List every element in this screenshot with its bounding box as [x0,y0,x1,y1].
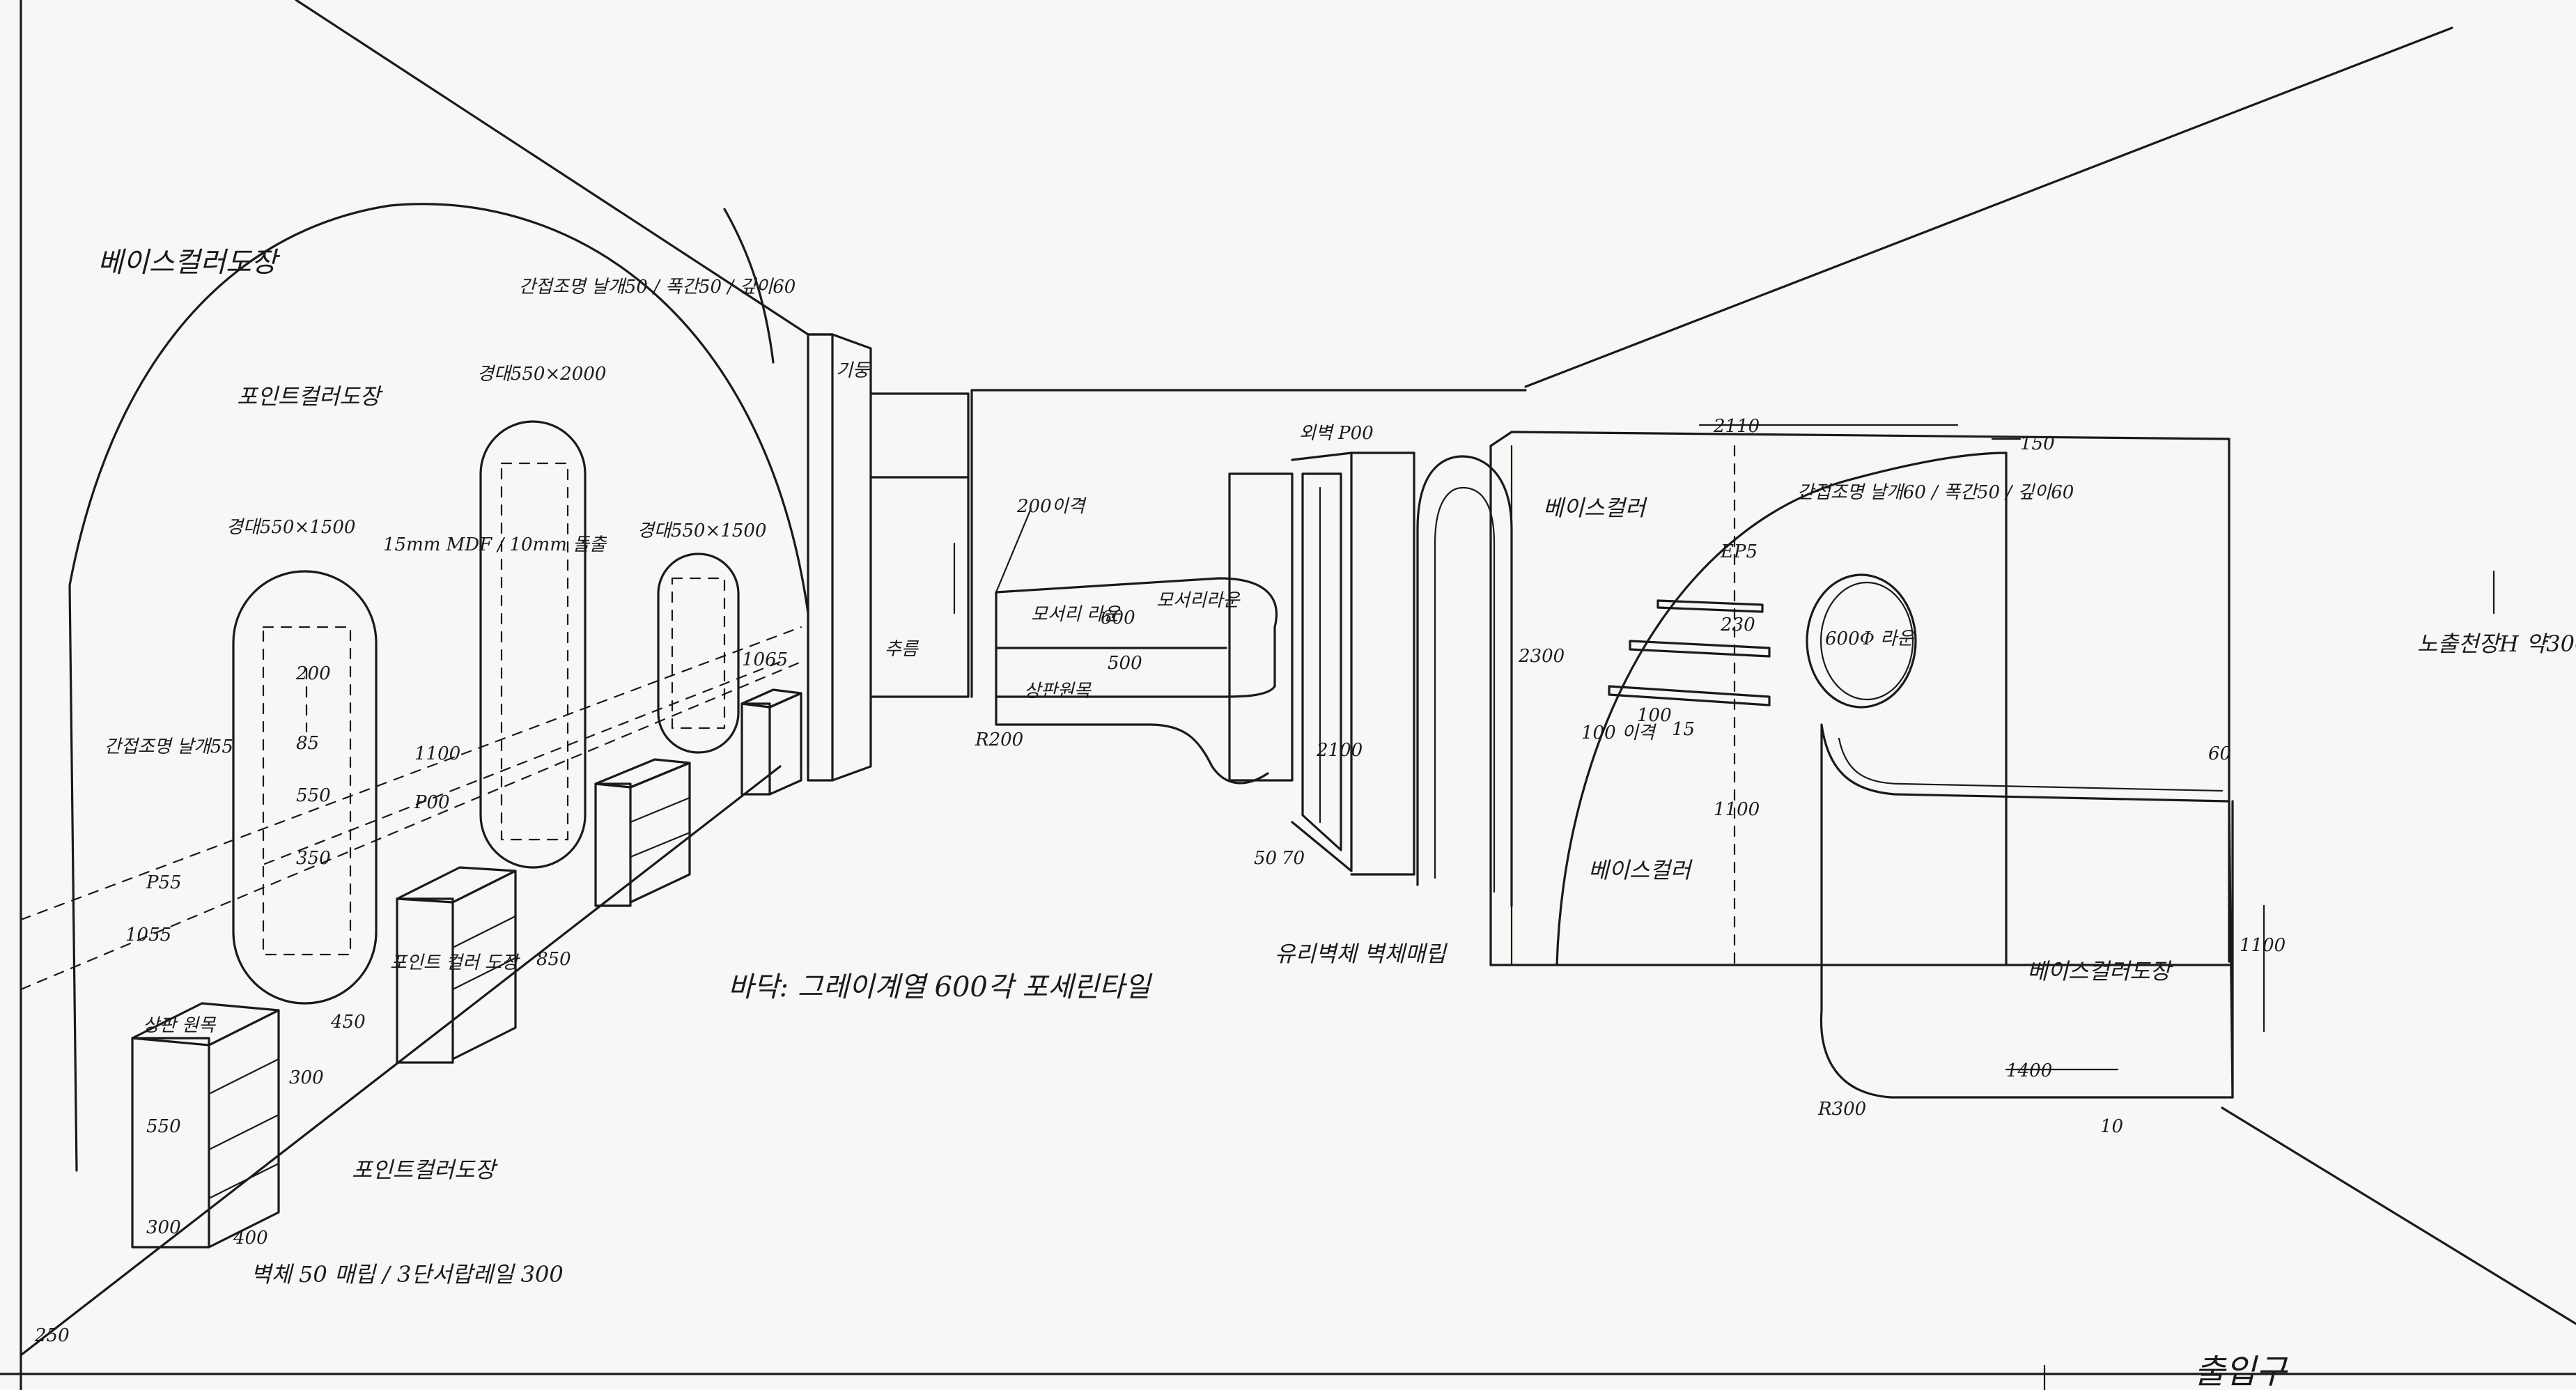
dim-50: 50 [1254,848,1277,869]
dimension-numbers: 250 1055 P55 200 85 550 350 1100 P00 850… [34,416,2286,1346]
dim-1400: 1400 [2006,1060,2052,1081]
left-wall-guides [20,626,802,991]
label-pillar: 기둥 [836,360,871,381]
label-top-shelf: 상판 원목 [143,1015,216,1036]
label-indirect-left: 간접조명 날개55 [104,736,233,757]
dim-450: 450 [330,1012,366,1033]
label-base-color-mid: 베이스컬러 [1543,495,1647,521]
dim-250: 250 [34,1325,70,1346]
label-bench-top2: 모서리라운 [1156,590,1241,611]
dim-R300: R300 [1817,1099,1866,1120]
dim-300: 300 [289,1067,324,1088]
dim-550: 550 [296,785,331,806]
dim-2300: 2300 [1518,646,1565,667]
label-base-color-top-left: 베이스컬러도장 [98,247,281,279]
label-point-color-floor: 포인트컬러도장 [352,1157,499,1183]
back-wall [869,389,1527,698]
dimension-lines [1698,424,2495,1071]
label-cabinet-note: 벽체 50 매립 / 3단서랍레일 300 [251,1261,564,1288]
dim-400: 400 [233,1228,268,1249]
label-door-frame: 외벽 P00 [1299,423,1374,444]
dim-85: 85 [296,733,319,754]
dim-500: 500 [1108,653,1142,674]
dim-550b: 550 [146,1116,181,1137]
label-floor-note: 바닥: 그레이계열 600각 포세린타일 [728,971,1153,1003]
label-ep: EP5 [1720,541,1758,562]
dim-350: 350 [296,848,331,869]
dim-R200: R200 [975,729,1023,750]
label-mirror1: 경대550×1500 [226,517,355,538]
dim-850: 850 [536,949,571,970]
dim-1100c: 1100 [2240,935,2286,956]
cabinet-2 [396,866,517,1064]
annotations: 베이스컬러도장 포인트컬러도장 간접조명 날개50 / 폭간50 / 깊이60 … [98,247,2576,1390]
dim-955: P55 [146,872,182,893]
dim-10: 10 [2100,1116,2123,1137]
dim-1065: 1065 [742,649,788,670]
dim-900: P00 [414,792,450,813]
dim-2110: 2110 [1713,416,1760,437]
label-gap-100: 100 이격 [1581,723,1657,743]
dim-300b: 300 [146,1217,181,1238]
label-base-color-low: 베이스컬러 [1588,857,1693,883]
label-bench-low: 상판원목 [1024,681,1092,702]
dim-60: 60 [2208,743,2231,764]
dim-100: 100 [1637,705,1672,726]
dim-2100: 2100 [1316,740,1363,761]
label-closet: 추름 [885,639,920,660]
round-mirror [1806,573,1917,709]
dim-15: 15 [1672,719,1695,740]
label-mirror-round: 600Φ 라운 [1825,628,1914,649]
dim-70: 70 [1282,848,1305,869]
door-frame [1228,451,1415,876]
mirror-left-3 [657,553,740,754]
dim-1055: 1055 [125,925,171,945]
dim-600: 600 [1101,608,1135,628]
dim-1100b: 1100 [1714,799,1760,820]
mirror-left-1 [232,570,378,1005]
cabinet-4 [740,688,802,796]
cabinet-1 [131,1002,280,1249]
mirror-left-2 [479,420,587,869]
pillar [807,333,872,782]
label-base-color-counter: 베이스컬러도장 [2027,958,2174,984]
reception-counter [1820,723,2234,1099]
right-wall-panel [1489,431,2230,966]
cabinet-3 [594,758,691,907]
dim-1100: 1100 [414,743,460,764]
label-mirror2: 경대550×2000 [477,364,606,385]
label-200-gap: 200이격 [1016,496,1087,517]
label-mirror-note: 유리벽체 벽체매립 [1275,941,1448,967]
arch-door [1416,455,1513,907]
dim-230: 230 [1720,615,1755,635]
dim-200: 200 [295,663,331,684]
label-mdf: 15mm MDF / 10mm 돌출 [383,534,607,555]
label-exit: 출입구 [2194,1352,2288,1390]
label-spacer-right: 간접조명 날개60 / 폭간50 / 깊이60 [1797,482,2074,503]
label-ceiling-exposed: 노출천장H 약3000 [2417,631,2576,657]
wall-shelves [1608,599,1771,706]
label-spacer-left: 간접조명 날개50 / 폭간50 / 깊이60 [519,277,796,298]
curved-bench [995,507,1278,785]
label-point-color-cab: 포인트 컬러 도장 [390,952,520,973]
dim-150: 150 [2020,433,2055,454]
label-bench-top: 모서리 라운 [1031,604,1121,625]
label-mirror3: 경대550×1500 [637,520,766,541]
left-arch-wall [68,203,809,1172]
label-point-color-top: 포인트컬러도장 [237,383,384,410]
